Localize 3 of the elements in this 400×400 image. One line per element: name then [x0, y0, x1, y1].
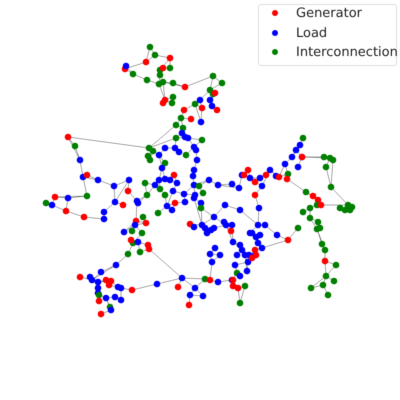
legend-label: Generator — [296, 6, 362, 21]
legend-label: Interconnection — [296, 45, 398, 60]
legend-label: Load — [296, 26, 328, 40]
